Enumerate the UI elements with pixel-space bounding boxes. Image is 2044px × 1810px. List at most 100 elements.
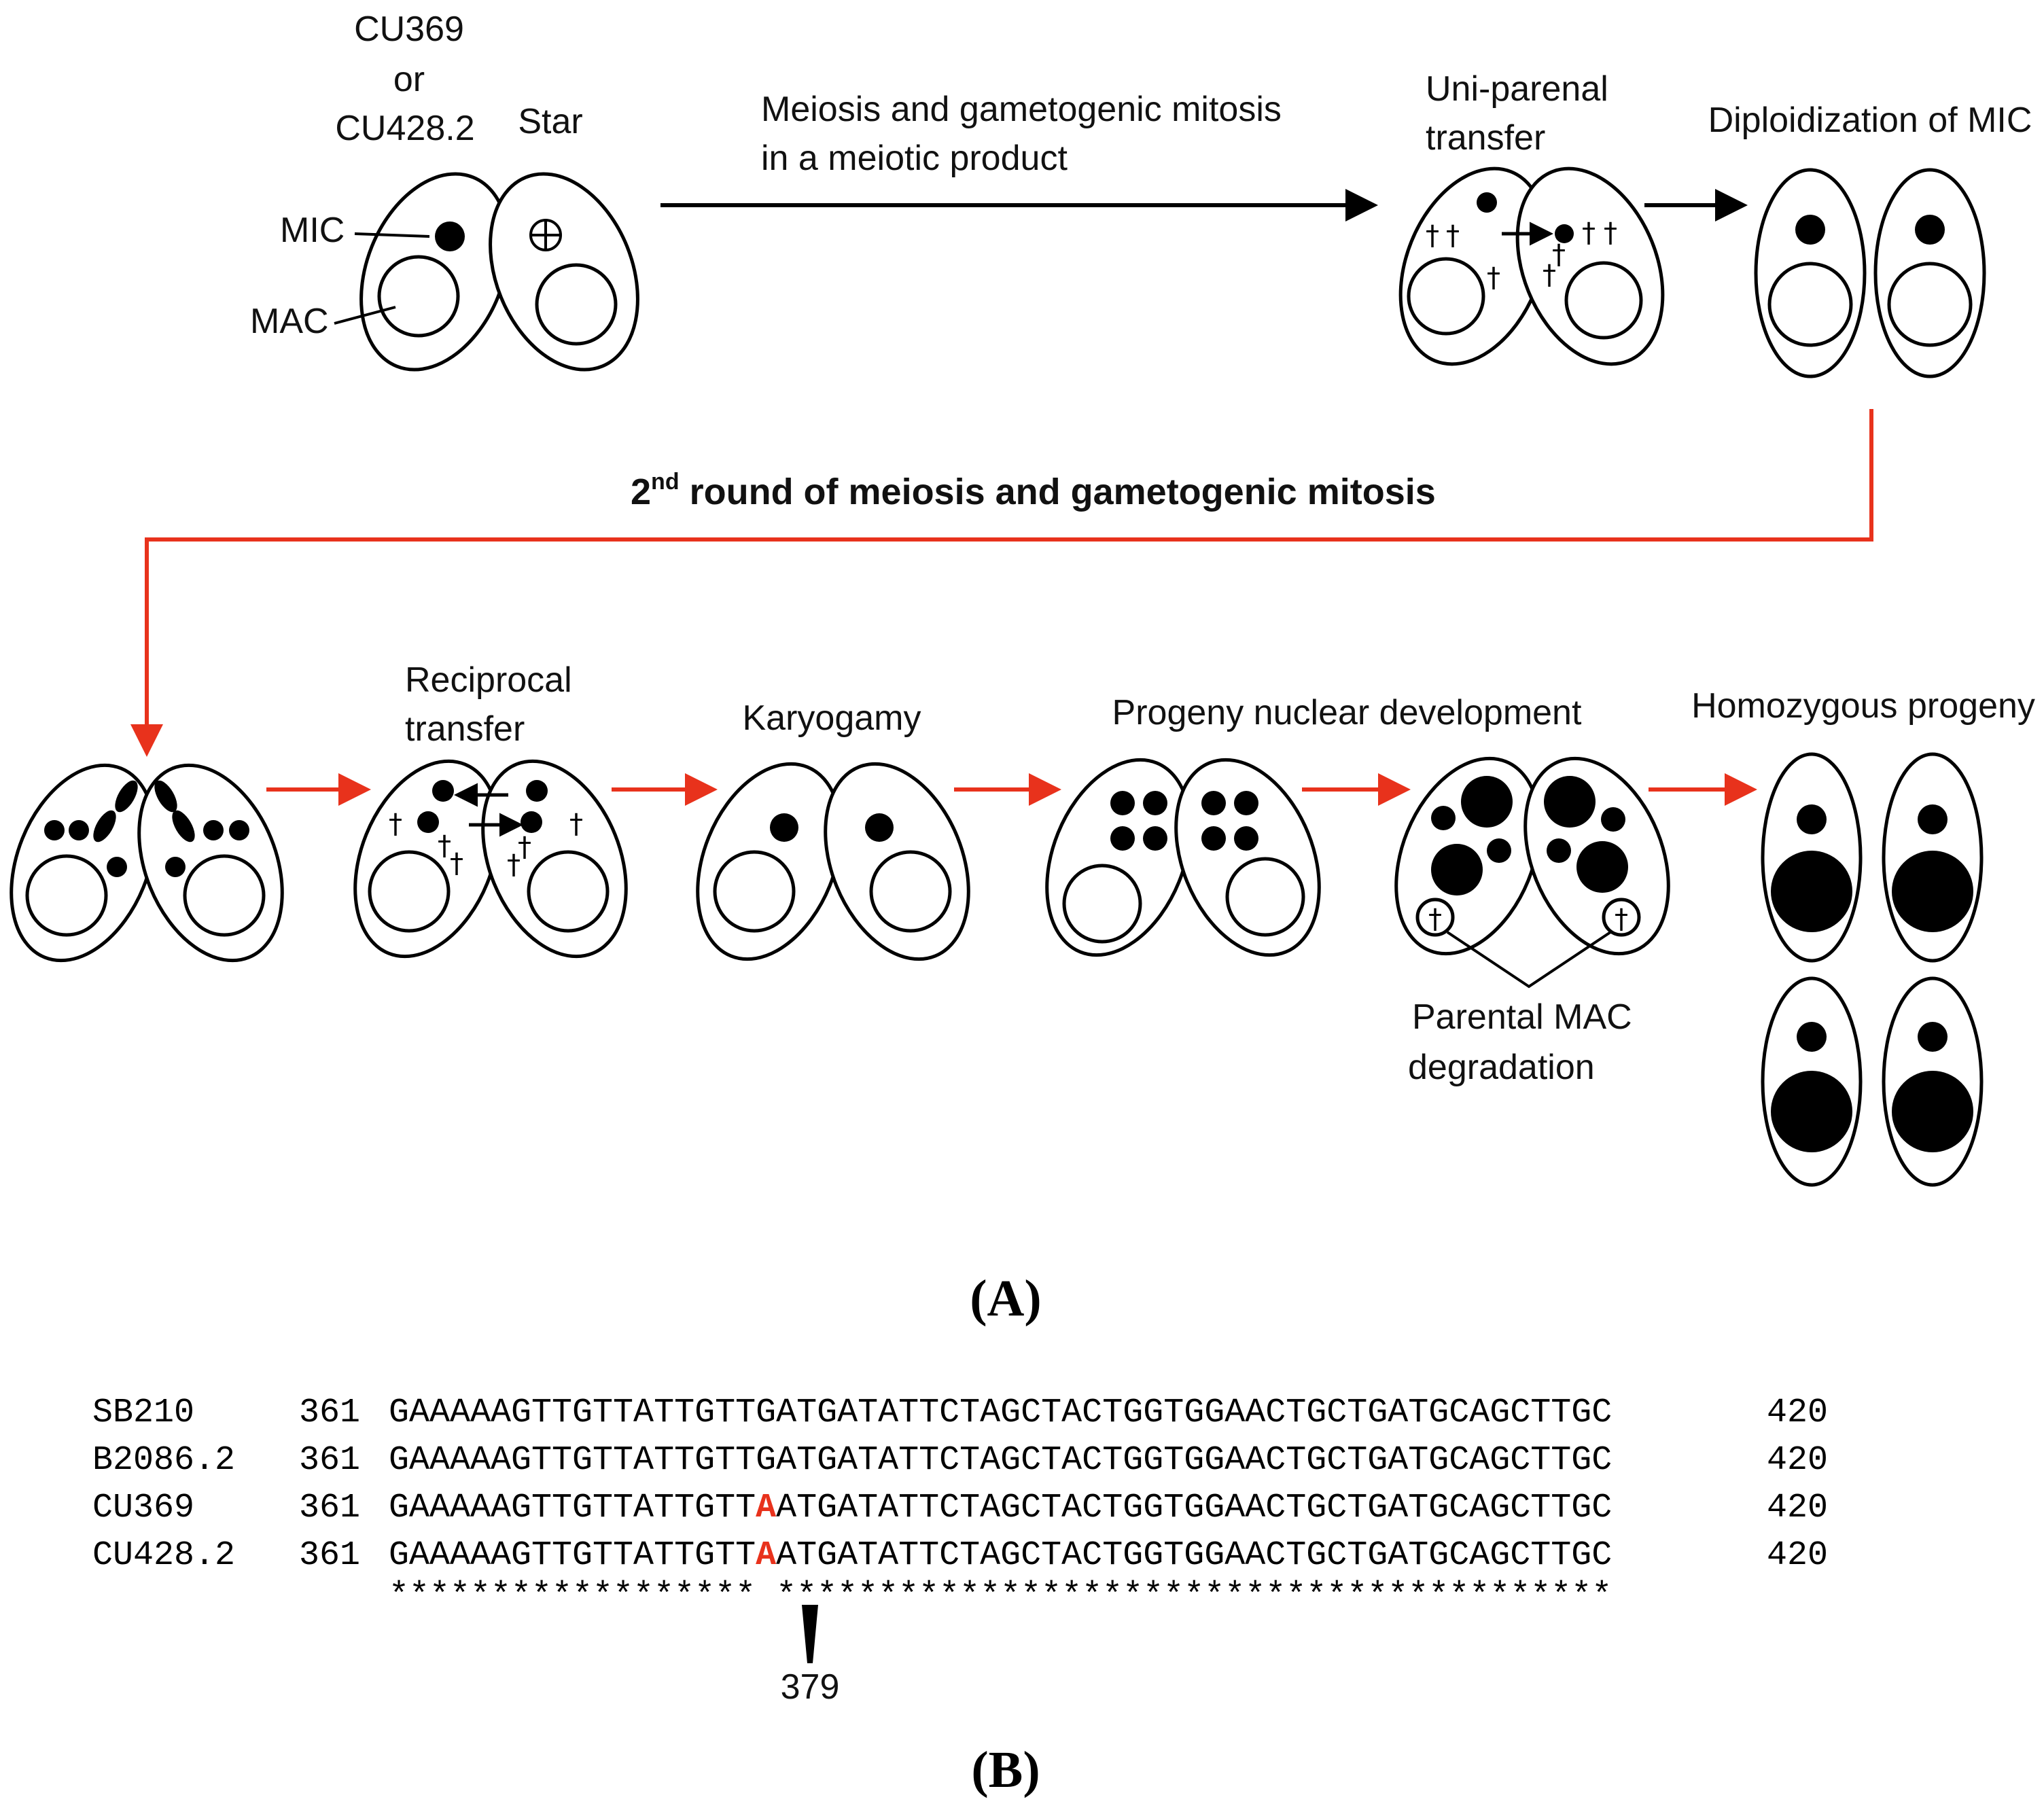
mac-nucleus xyxy=(1062,864,1142,944)
step7-label: Progeny nuclear development xyxy=(1112,693,1582,732)
mac-nucleus xyxy=(1771,1071,1852,1152)
mic-nucleus xyxy=(1110,826,1135,851)
sequence: GAAAAAGTTGTTATTGTTAATGATATTCTAGCTACTGGTG… xyxy=(389,1536,1612,1575)
mic-nucleus xyxy=(172,810,195,842)
degrading-mac xyxy=(1602,898,1641,937)
mic-nucleus xyxy=(435,221,465,251)
mic-nucleus xyxy=(432,780,454,802)
parent-left-label-line1: CU369 xyxy=(354,10,464,49)
mic-nucleus xyxy=(1143,826,1167,851)
parent-left-label-line3: CU428.2 xyxy=(335,109,474,148)
mic-nucleus xyxy=(1797,1022,1827,1052)
mac-nucleus xyxy=(1892,1071,1973,1152)
mic-nucleus xyxy=(417,811,439,833)
step2-label-line2: transfer xyxy=(1426,118,1545,158)
mac-label: MAC xyxy=(250,302,329,341)
step-meiosis: Meiosis and gametogenic mitosis in a mei… xyxy=(660,90,1378,221)
mic-nucleus xyxy=(1201,826,1226,851)
zygotic-nucleus xyxy=(865,813,894,842)
mac-nucleus xyxy=(1892,851,1973,932)
mic-nucleus xyxy=(154,780,177,813)
dagger-icon: † xyxy=(1604,217,1617,249)
mic-nucleus xyxy=(107,857,127,877)
stage-mac-degradation: † † Parental MAC degradation xyxy=(1394,756,1670,1087)
dagger-icon: † xyxy=(1446,220,1460,251)
strain-name: CU428.2 xyxy=(92,1536,235,1575)
new-mac-nucleus xyxy=(1461,776,1513,828)
mac-nucleus xyxy=(869,850,952,933)
start-position: 361 xyxy=(299,1441,360,1480)
mic-nucleus xyxy=(1487,838,1511,863)
step3-label: Diploidization of MIC xyxy=(1708,101,2032,140)
stage-uniparental-transfer: Uni-parenal transfer † † † † † † † xyxy=(1398,69,1665,366)
stage-second-meiosis xyxy=(10,763,284,963)
mic-nucleus xyxy=(1795,215,1825,245)
alignment-row: SB210 361 GAAAAAGTTGTTATTGTTGATGATATTCTA… xyxy=(92,1394,1828,1432)
mic-nucleus xyxy=(44,820,65,840)
start-position: 361 xyxy=(299,1489,360,1527)
mac-nucleus xyxy=(535,263,618,346)
mac-nucleus xyxy=(527,850,610,933)
stage-karyogamy: Karyogamy xyxy=(696,698,970,961)
degrading-mac xyxy=(1415,898,1455,937)
parent-left-label-line2: or xyxy=(393,60,425,99)
dagger-icon: † xyxy=(1428,904,1442,935)
degradation-label-line1: Parental MAC xyxy=(1412,997,1632,1037)
mac-nucleus xyxy=(1407,257,1485,336)
mic-nucleus xyxy=(526,780,548,802)
mic-nucleus xyxy=(1918,804,1948,834)
red-connector-arrow xyxy=(130,409,1873,757)
degradation-bracket xyxy=(1446,931,1612,989)
stage-homozygous-progeny: Homozygous progeny xyxy=(1691,686,2035,1187)
sequence: GAAAAAGTTGTTATTGTTAATGATATTCTAGCTACTGGTG… xyxy=(389,1489,1612,1527)
mac-pointer-line xyxy=(334,306,396,325)
mutation-position-label: 379 xyxy=(781,1667,840,1707)
mic-nucleus xyxy=(1477,192,1497,213)
mac-nucleus xyxy=(183,854,266,937)
dagger-icon: † xyxy=(389,809,402,840)
dagger-icon: † xyxy=(1426,220,1439,251)
end-position: 420 xyxy=(1767,1536,1828,1575)
mic-nucleus xyxy=(165,857,186,877)
stage-diploidization: Diploidization of MIC xyxy=(1708,101,2032,378)
degradation-label-line2: degradation xyxy=(1408,1048,1595,1087)
stage-parental-pair: CU369 or CU428.2 Star MIC MAC xyxy=(250,10,639,372)
dagger-icon: † xyxy=(518,832,531,863)
step5-label-line2: transfer xyxy=(405,709,525,749)
new-mac-nucleus xyxy=(1544,776,1596,828)
mutation-highlight: A xyxy=(756,1536,776,1575)
mic-nucleus xyxy=(1110,791,1135,815)
cell-right xyxy=(1174,758,1321,957)
dagger-icon: † xyxy=(1615,904,1628,935)
sequence: GAAAAAGTTGTTATTGTTGATGATATTCTAGCTACTGGTG… xyxy=(389,1441,1612,1480)
mac-nucleus xyxy=(1771,851,1852,932)
new-mac-nucleus xyxy=(1431,844,1483,895)
start-position: 361 xyxy=(299,1536,360,1575)
end-position: 420 xyxy=(1767,1394,1828,1432)
mac-nucleus xyxy=(368,850,451,933)
dagger-icon: † xyxy=(450,848,463,879)
new-mac-nucleus xyxy=(1576,841,1628,893)
mac-nucleus xyxy=(377,255,460,338)
start-position: 361 xyxy=(299,1394,360,1432)
parent-right-label: Star xyxy=(518,102,582,141)
mic-nucleus xyxy=(1143,791,1167,815)
mic-nucleus xyxy=(521,811,542,833)
alignment-row: CU428.2 361 GAAAAAGTTGTTATTGTTAATGATATTC… xyxy=(92,1536,1828,1575)
mac-nucleus xyxy=(1225,857,1305,937)
zygotic-nucleus xyxy=(770,813,798,842)
mic-nucleus xyxy=(1431,806,1456,830)
end-position: 420 xyxy=(1767,1441,1828,1480)
step1-label-line2: in a meiotic product xyxy=(761,139,1068,178)
alignment-row: CU369 361 GAAAAAGTTGTTATTGTTAATGATATTCTA… xyxy=(92,1489,1828,1527)
mac-nucleus xyxy=(1887,262,1973,347)
mic-nucleus xyxy=(1915,215,1945,245)
mic-nucleus xyxy=(69,820,89,840)
mutation-highlight: A xyxy=(756,1489,776,1527)
step6-label: Karyogamy xyxy=(743,698,921,738)
mic-nucleus xyxy=(1918,1022,1948,1052)
second-round-connector: 2nd round of meiosis and gametogenic mit… xyxy=(130,409,1873,757)
mic-nucleus xyxy=(93,810,116,842)
strain-name: CU369 xyxy=(92,1489,194,1527)
